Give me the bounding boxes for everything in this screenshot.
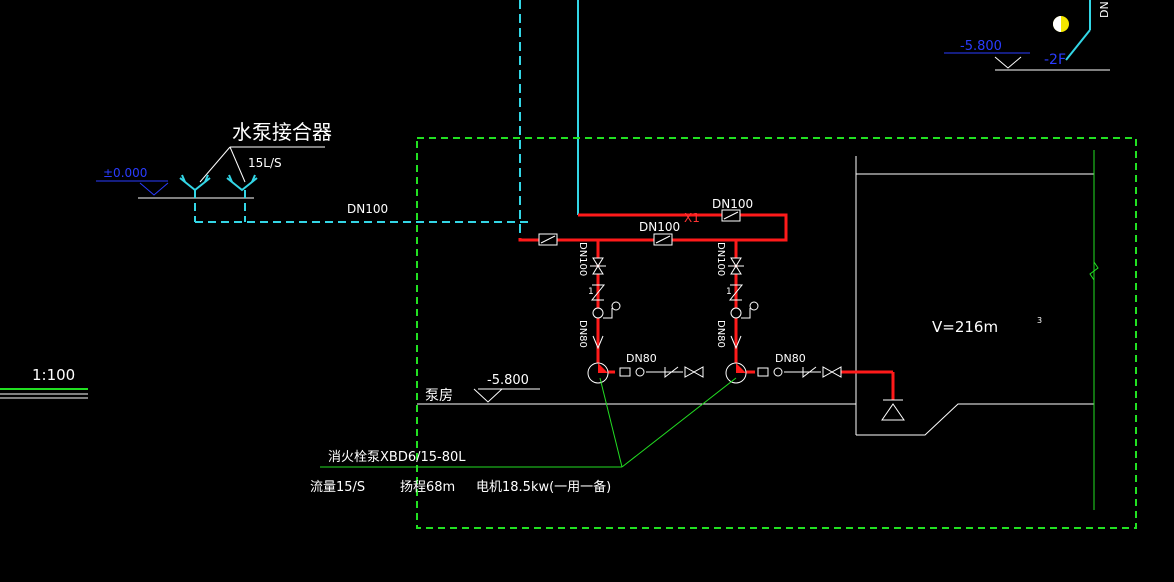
check-valve-icon (728, 284, 744, 301)
siamese-connector-icon (179, 174, 258, 192)
floor-elevation-marker: -5.800 -2F DN (944, 0, 1111, 71)
pressure-gauge-icon (592, 301, 621, 319)
scale-text: 1:100 (32, 366, 75, 384)
suction-inlet (881, 399, 905, 421)
pump-model-text: 消火栓泵XBD6/15-80L (328, 450, 466, 465)
tank-volume-text: V=216m (932, 318, 998, 336)
pump-room-boundary (416, 137, 1137, 529)
outlet-dn80-right: DN80 (775, 352, 806, 365)
gate-valve-icon (590, 257, 606, 275)
pump-adapter-group: 水泵接合器 15L/S ±0.000 DN100 (96, 120, 528, 223)
check-mark-left: 1 (588, 287, 594, 297)
scale-indicator: 1:100 (0, 366, 88, 399)
outlet-dn80-left: DN80 (626, 352, 657, 365)
flow-meter-icon (538, 209, 741, 246)
pump-motor-text: 电机18.5kw(一用一备) (476, 479, 611, 495)
pump-flow-text: 流量15/S (310, 480, 365, 495)
riser-dn100-left: DN100 (577, 242, 588, 276)
pipe-marker-x1: X1 (684, 211, 700, 225)
water-tank (855, 150, 1099, 510)
riser-dn80-left: DN80 (577, 320, 588, 348)
pressure-gauge-icon (730, 301, 759, 319)
room-elev-text: -5.800 (487, 373, 529, 388)
floor-elev-text: -5.800 (960, 39, 1002, 54)
pipe-label-dn100-a: DN100 (639, 220, 680, 234)
check-mark-right: 1 (726, 287, 732, 297)
corner-text: DN (1098, 1, 1111, 18)
pump-adapter-title: 水泵接合器 (232, 120, 332, 144)
pipe-label-dn100-b: DN100 (712, 197, 753, 211)
gate-valve-icon (822, 366, 834, 378)
fire-pump-icon (725, 362, 747, 384)
cyan-riser-pipes (519, 0, 579, 238)
gate-valve-icon (728, 257, 744, 275)
check-valve-icon (590, 284, 606, 301)
room-name-text: 泵房 (425, 388, 453, 404)
adapter-flow-text: 15L/S (248, 156, 282, 170)
level-marker-icon (994, 56, 1022, 69)
cyan-pipe-label: DN100 (347, 202, 388, 216)
riser-dn80-right: DN80 (715, 320, 726, 348)
gate-valve-icon (684, 366, 696, 378)
pump-assembly-right: DN100 1 DN80 DN80 (715, 242, 842, 384)
pump-assembly-left: DN100 1 DN80 DN80 (577, 242, 704, 384)
bulb-icon (1053, 16, 1069, 32)
riser-dn100-right: DN100 (715, 242, 726, 276)
floor-name-text: -2F (1044, 52, 1066, 68)
ground-elev-text: ±0.000 (103, 166, 147, 180)
pump-leader-lines (320, 377, 737, 468)
tank-volume-superscript: 3 (1037, 316, 1042, 325)
room-floor: 泵房 -5.800 (417, 373, 856, 405)
pump-head-text: 扬程68m (400, 480, 455, 495)
level-marker-icon (473, 388, 503, 403)
level-marker-icon (139, 182, 169, 196)
fire-pump-icon (587, 362, 609, 384)
